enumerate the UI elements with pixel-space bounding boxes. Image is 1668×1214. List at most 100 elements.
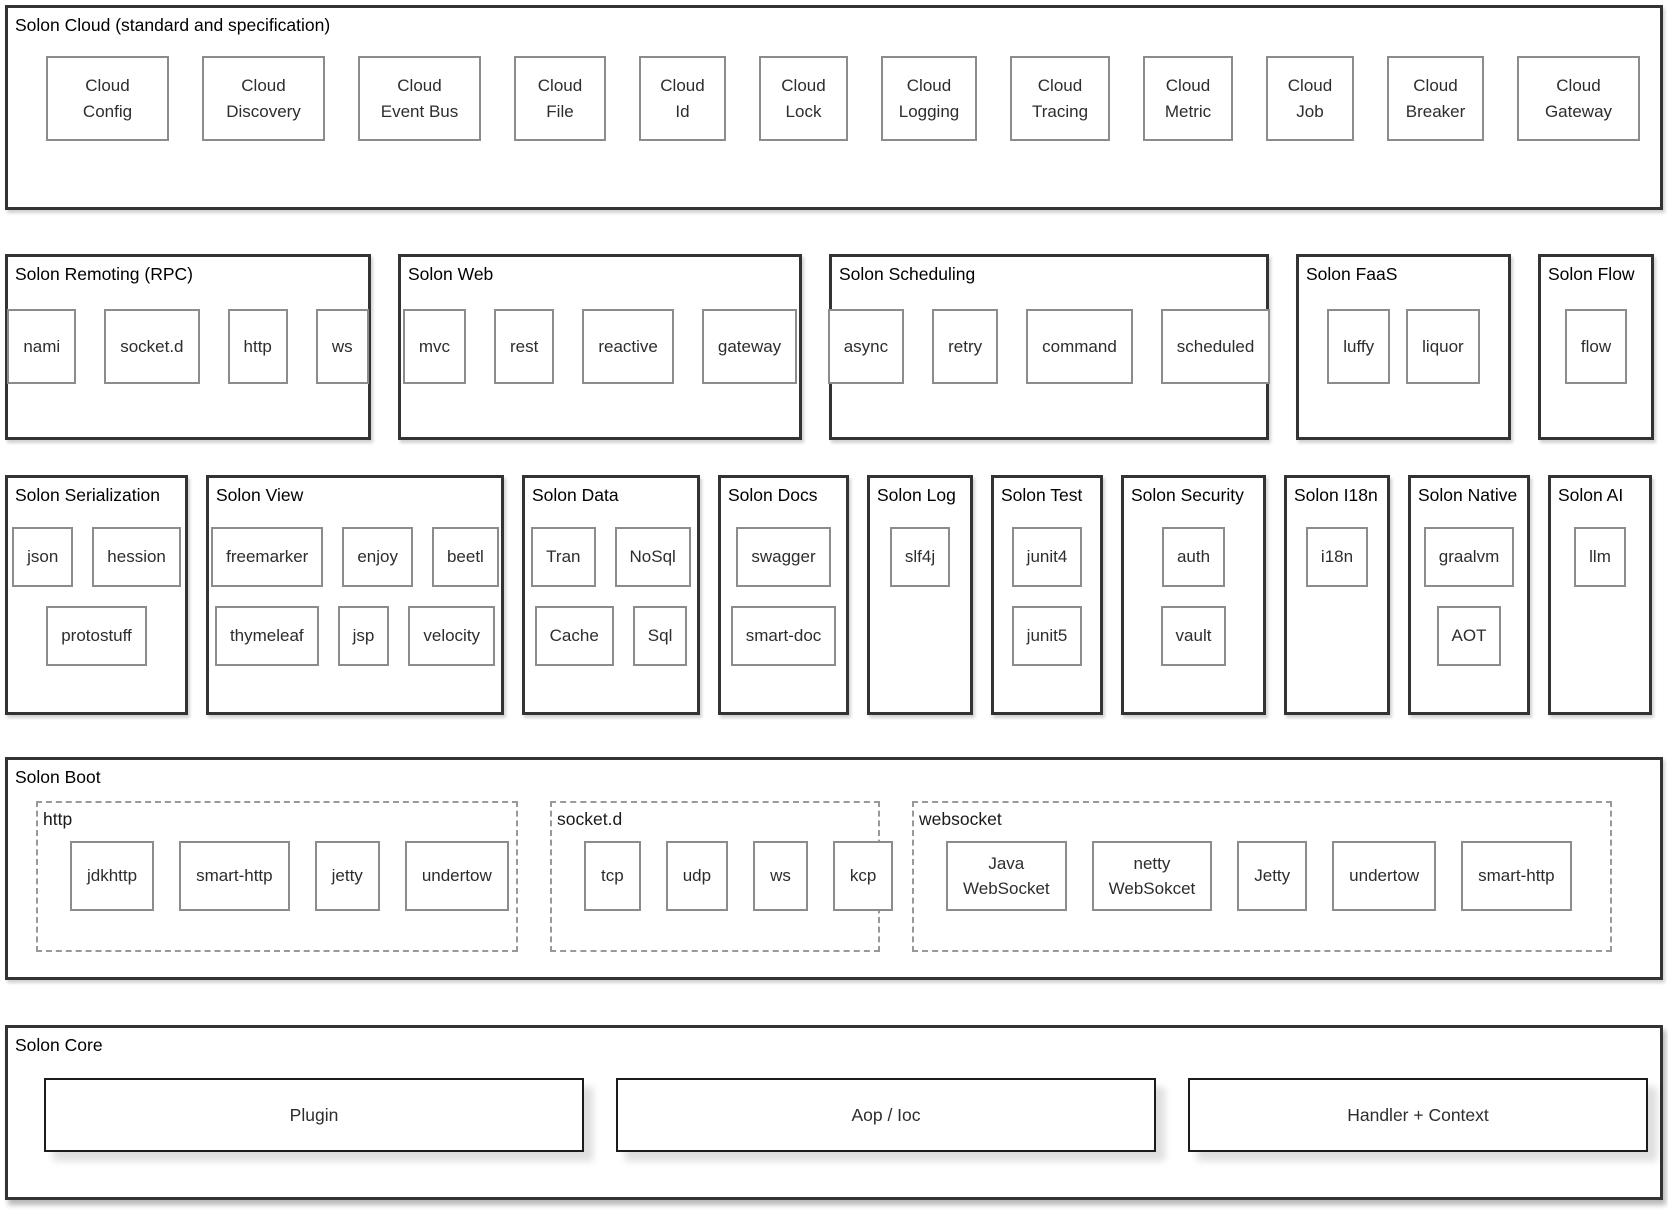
web-reactive-box: reactive — [582, 309, 674, 384]
solon-remoting-title: Solon Remoting (RPC) — [15, 264, 193, 284]
section-solon-data: Solon Data Tran NoSql Cache Sql — [522, 475, 700, 715]
view-enjoy-box: enjoy — [342, 527, 413, 587]
boot-http-label: http — [43, 809, 73, 829]
row-extension-packs: Solon Serialization json hession protost… — [5, 475, 1663, 715]
test-junit5-box: junit5 — [1011, 606, 1083, 666]
serialization-hession-box: hession — [92, 527, 181, 587]
section-solon-core: Solon Core Plugin Aop / Ioc Handler + Co… — [5, 1025, 1663, 1200]
solon-view-title: Solon View — [216, 485, 304, 505]
core-aop-ioc-box: Aop / Ioc — [616, 1078, 1156, 1152]
native-aot-box: AOT — [1436, 606, 1502, 666]
section-solon-flow: Solon Flow flow — [1538, 254, 1654, 440]
boot-http-jetty-box: jetty — [314, 841, 380, 911]
solon-boot-title: Solon Boot — [15, 767, 101, 787]
solon-flow-title: Solon Flow — [1548, 264, 1635, 284]
log-slf4j-box: slf4j — [889, 527, 951, 587]
boot-socketd-tcp-box: tcp — [584, 841, 641, 911]
section-solon-cloud: Solon Cloud (standard and specification)… — [5, 5, 1663, 210]
boot-socketd-udp-box: udp — [665, 841, 729, 911]
section-solon-i18n: Solon I18n i18n — [1284, 475, 1390, 715]
section-solon-view: Solon View freemarker enjoy beetl thymel… — [206, 475, 504, 715]
scheduling-async-box: async — [827, 309, 905, 384]
remoting-socketd-box: socket.d — [104, 309, 200, 384]
web-rest-box: rest — [493, 309, 555, 384]
solon-test-title: Solon Test — [1001, 485, 1083, 505]
solon-docs-title: Solon Docs — [728, 485, 818, 505]
boot-socketd-label: socket.d — [557, 809, 623, 829]
row-remoting-web-scheduling: Solon Remoting (RPC) nami socket.d http … — [5, 254, 1663, 440]
section-solon-faas: Solon FaaS luffy liquor — [1296, 254, 1511, 440]
data-sql-box: Sql — [632, 606, 688, 666]
scheduling-command-box: command — [1026, 309, 1133, 384]
solon-serialization-title: Solon Serialization — [15, 485, 160, 505]
section-solon-serialization: Solon Serialization json hession protost… — [5, 475, 188, 715]
view-jsp-box: jsp — [337, 606, 390, 666]
security-vault-box: vault — [1160, 606, 1227, 666]
security-auth-box: auth — [1161, 527, 1226, 587]
remoting-http-box: http — [227, 309, 288, 384]
web-gateway-box: gateway — [701, 309, 798, 384]
section-solon-security: Solon Security auth vault — [1121, 475, 1266, 715]
section-solon-log: Solon Log slf4j — [867, 475, 973, 715]
faas-liquor-box: liquor — [1406, 309, 1480, 384]
web-mvc-box: mvc — [402, 309, 466, 384]
boot-group-socketd: socket.d tcp udp ws kcp — [550, 801, 894, 952]
solon-native-title: Solon Native — [1418, 485, 1518, 505]
serialization-json-box: json — [12, 527, 74, 587]
native-graalvm-box: graalvm — [1423, 527, 1515, 587]
boot-http-smart-http-box: smart-http — [179, 841, 290, 911]
serialization-protostuff-box: protostuff — [46, 606, 147, 666]
boot-group-http: http jdkhttp smart-http jetty undertow — [36, 801, 518, 952]
remoting-ws-box: ws — [315, 309, 369, 384]
ai-llm-box: llm — [1574, 527, 1626, 587]
section-solon-ai: Solon AI llm — [1548, 475, 1652, 715]
boot-http-undertow-box: undertow — [404, 841, 509, 911]
solon-scheduling-title: Solon Scheduling — [839, 264, 976, 284]
section-solon-boot: Solon Boot http jdkhttp smart-http jetty… — [5, 757, 1663, 980]
boot-websocket-label: websocket — [919, 809, 1002, 829]
faas-luffy-box: luffy — [1327, 309, 1391, 384]
docs-swagger-box: swagger — [736, 527, 831, 587]
core-handler-context-box: Handler + Context — [1188, 1078, 1648, 1152]
boot-http-jdkhttp-box: jdkhttp — [70, 841, 155, 911]
section-solon-docs: Solon Docs swagger smart-doc — [718, 475, 849, 715]
boot-socketd-kcp-box: kcp — [832, 841, 894, 911]
solon-core-title: Solon Core — [15, 1035, 103, 1055]
data-cache-box: Cache — [534, 606, 614, 666]
solon-web-title: Solon Web — [408, 264, 494, 284]
solon-i18n-title: Solon I18n — [1294, 485, 1378, 505]
data-tran-box: Tran — [531, 527, 596, 587]
scheduling-scheduled-box: scheduled — [1160, 309, 1271, 384]
view-freemarker-box: freemarker — [211, 527, 324, 587]
flow-flow-box: flow — [1564, 309, 1628, 384]
scheduling-retry-box: retry — [932, 309, 999, 384]
solon-security-title: Solon Security — [1131, 485, 1244, 505]
solon-cloud-title: Solon Cloud (standard and specification) — [15, 15, 331, 35]
docs-smart-doc-box: smart-doc — [730, 606, 837, 666]
section-solon-web: Solon Web mvc rest reactive gateway — [398, 254, 802, 440]
solon-faas-title: Solon FaaS — [1306, 264, 1398, 284]
remoting-nami-box: nami — [7, 309, 77, 384]
section-solon-native: Solon Native graalvm AOT — [1408, 475, 1530, 715]
core-plugin-box: Plugin — [44, 1078, 584, 1152]
section-solon-remoting: Solon Remoting (RPC) nami socket.d http … — [5, 254, 371, 440]
view-beetl-box: beetl — [431, 527, 499, 587]
boot-socketd-ws-box: ws — [753, 841, 808, 911]
boot-websocket-undertow-box: undertow — [1332, 841, 1437, 911]
i18n-i18n-box: i18n — [1305, 527, 1369, 587]
test-junit4-box: junit4 — [1011, 527, 1083, 587]
section-solon-test: Solon Test junit4 junit5 — [991, 475, 1103, 715]
